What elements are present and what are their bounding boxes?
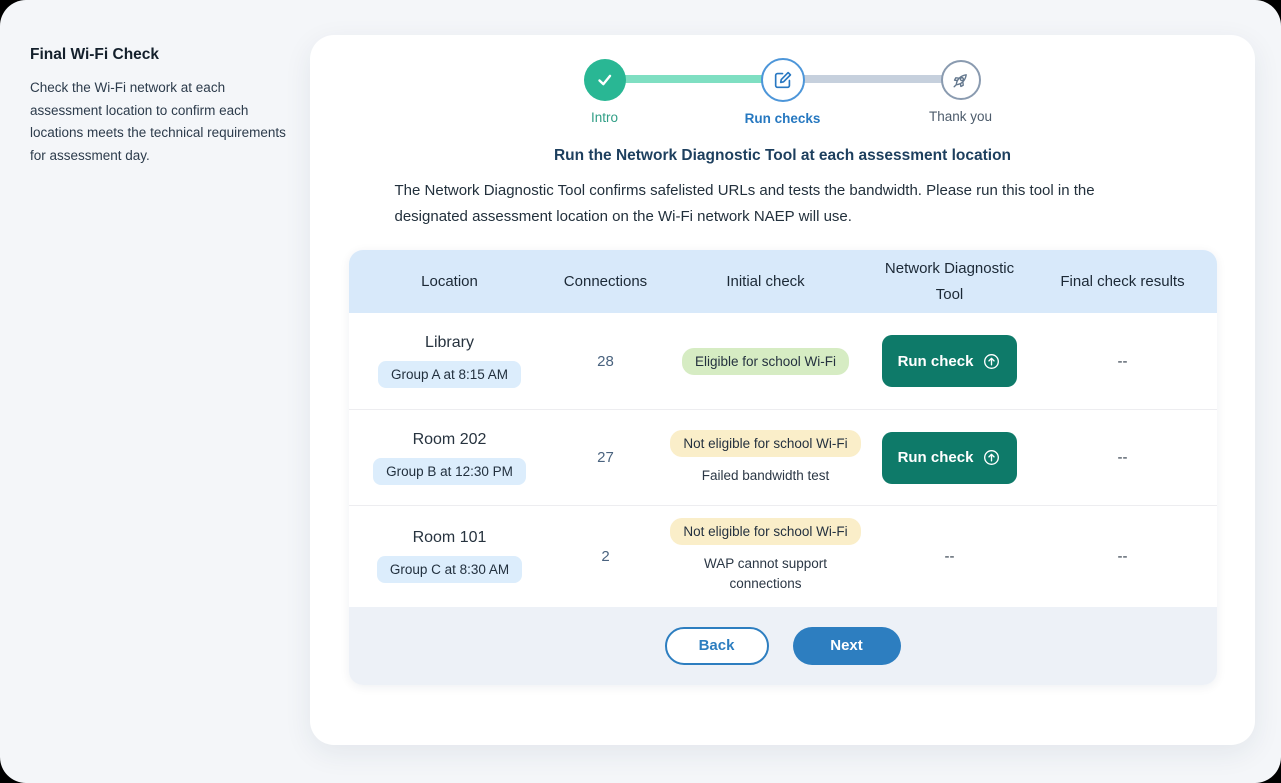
- edit-icon: [760, 58, 805, 102]
- page-title: Run the Network Diagnostic Tool at each …: [553, 147, 1012, 164]
- header-location: Location: [421, 272, 478, 290]
- connections-value: 2: [601, 547, 610, 565]
- header-network-diagnostic-tool: Network Diagnostic Tool: [884, 260, 1015, 303]
- sidebar-title: Final Wi-Fi Check: [30, 46, 160, 63]
- upload-circle-icon: [982, 448, 1001, 467]
- run-check-label: Run check: [897, 352, 974, 370]
- step-thank-you[interactable]: Thank you: [872, 59, 1050, 126]
- final-result-value: --: [1117, 352, 1128, 370]
- step-run-checks[interactable]: Run checks: [694, 58, 872, 126]
- main-card: Intro Run checks: [310, 35, 1255, 745]
- connector-todo: [778, 75, 965, 83]
- table-row: Room 101 Group C at 8:30 AM 2 Not eligib…: [348, 505, 1217, 607]
- not-eligible-badge: Not eligible for school Wi-Fi: [670, 518, 861, 546]
- diagnostic-tool-cell: Run check: [871, 431, 1029, 484]
- table-row: Room 202 Group B at 12:30 PM 27 Not elig…: [348, 409, 1217, 505]
- check-icon: [583, 59, 626, 101]
- run-check-label: Run check: [897, 449, 974, 467]
- location-name: Room 101: [412, 529, 487, 547]
- diagnostic-tool-empty: --: [944, 547, 955, 565]
- run-check-button[interactable]: Run check: [881, 431, 1018, 484]
- location-name: Room 202: [412, 430, 487, 448]
- table-row: Library Group A at 8:15 AM 28 Eligible f…: [349, 313, 1217, 409]
- sidebar: Final Wi-Fi Check Check the Wi-Fi networ…: [30, 46, 292, 167]
- header-final-check-results: Final check results: [1060, 272, 1185, 290]
- step-intro-label: Intro: [590, 110, 618, 125]
- group-badge: Group B at 12:30 PM: [373, 457, 526, 485]
- initial-check-cell: Not eligible for school Wi-Fi WAP cannot…: [661, 518, 871, 595]
- sidebar-description: Check the Wi-Fi network at each assessme…: [30, 80, 286, 163]
- rocket-icon: [940, 60, 981, 100]
- header-initial-check: Initial check: [726, 272, 805, 290]
- connections-value: 27: [597, 449, 614, 467]
- eligible-badge: Eligible for school Wi-Fi: [681, 347, 850, 375]
- connections-value: 28: [597, 352, 614, 370]
- table-footer: Back Next: [348, 606, 1217, 685]
- final-result-value: --: [1117, 449, 1128, 467]
- upload-circle-icon: [982, 352, 1001, 371]
- next-button[interactable]: Next: [792, 626, 901, 665]
- connector-done: [600, 75, 787, 83]
- run-check-button[interactable]: Run check: [881, 335, 1018, 388]
- stepper-connectors: [516, 75, 1050, 83]
- location-cell: Room 202 Group B at 12:30 PM: [349, 431, 551, 485]
- location-cell: Library Group A at 8:15 AM: [349, 334, 551, 389]
- step-run-checks-label: Run checks: [744, 111, 821, 126]
- initial-check-cell: Not eligible for school Wi-Fi Failed ban…: [661, 429, 871, 486]
- locations-table: Location Connections Initial check Netwo…: [348, 250, 1217, 685]
- location-name: Library: [425, 334, 474, 352]
- stepper: Intro Run checks: [516, 58, 1050, 126]
- initial-check-detail: WAP cannot support connections: [703, 556, 828, 592]
- initial-check-detail: Failed bandwidth test: [701, 467, 830, 483]
- table-header-row: Location Connections Initial check Netwo…: [348, 250, 1217, 314]
- group-badge: Group A at 8:15 AM: [377, 361, 522, 389]
- group-badge: Group C at 8:30 AM: [376, 556, 523, 584]
- header-connections: Connections: [563, 272, 648, 290]
- location-cell: Room 101 Group C at 8:30 AM: [349, 529, 551, 584]
- not-eligible-badge: Not eligible for school Wi-Fi: [670, 429, 861, 457]
- diagnostic-tool-cell: Run check: [871, 335, 1029, 388]
- step-thank-you-label: Thank you: [928, 109, 993, 124]
- back-button[interactable]: Back: [664, 626, 769, 665]
- step-intro[interactable]: Intro: [516, 59, 694, 126]
- final-result-value: --: [1117, 547, 1128, 565]
- initial-check-cell: Eligible for school Wi-Fi: [661, 347, 871, 375]
- page-description: The Network Diagnostic Tool confirms saf…: [394, 182, 1095, 226]
